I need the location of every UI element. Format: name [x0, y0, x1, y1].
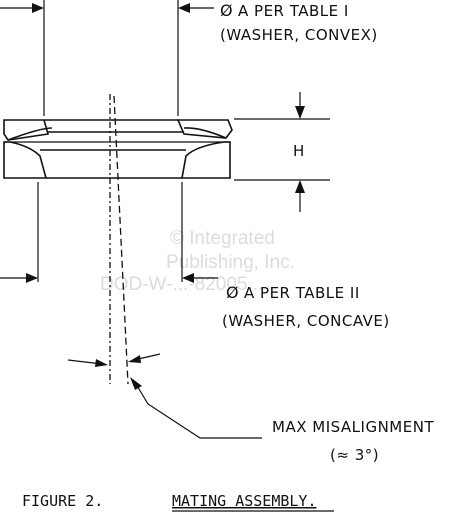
- misalignment-label-line-1: MAX MISALIGNMENT: [272, 418, 434, 436]
- misalignment-right-arrowhead: [128, 355, 141, 363]
- height-bottom-arrowhead: [295, 180, 305, 193]
- washer-concave-right-section: [181, 141, 231, 179]
- figure-title: MATING ASSEMBLY.: [172, 492, 317, 510]
- misalignment-label-line-2: (≈ 3°): [330, 446, 379, 464]
- convex-label-line-1: A PER TABLE I: [238, 2, 349, 20]
- washer-convex-right-section: [176, 119, 233, 139]
- height-top-arrowhead: [295, 106, 305, 119]
- misaligned-axis: [113, 95, 129, 385]
- figure-number: FIGURE 2.: [22, 492, 103, 510]
- misalignment-label: MAX MISALIGNMENT (≈ 3°): [272, 418, 434, 464]
- convex-left-arrowhead: [32, 3, 44, 13]
- convex-right-arrowhead: [178, 3, 190, 13]
- convex-label-line-2: (WASHER, CONVEX): [220, 26, 378, 44]
- watermark-line-1: © Integrated: [170, 228, 275, 249]
- washer-convex-right-curve: [183, 127, 227, 139]
- concave-right-arrowhead: [182, 273, 194, 283]
- figure-caption: FIGURE 2. MATING ASSEMBLY.: [22, 492, 334, 512]
- misalignment-callout-leader: [135, 383, 262, 439]
- height-dimension: H: [234, 92, 330, 212]
- washer-convex-left-curve: [7, 127, 53, 141]
- convex-diameter-symbol: Ø: [220, 1, 233, 20]
- concave-diameter-dimension: [0, 182, 218, 283]
- concave-washer-label: Ø A PER TABLE II (WASHER, CONCAVE): [222, 283, 390, 330]
- convex-diameter-dimension: [0, 0, 214, 116]
- misalignment-callout-arrowhead: [130, 377, 142, 390]
- convex-washer-label: Ø A PER TABLE I (WASHER, CONVEX): [220, 1, 378, 44]
- concave-diameter-symbol: Ø: [226, 283, 239, 302]
- concave-left-arrowhead: [26, 273, 38, 283]
- washer-convex-left-section: [3, 119, 50, 141]
- washer-concave-left-section: [3, 141, 48, 179]
- misalignment-dimension: [67, 353, 262, 439]
- concave-label-line-2: (WASHER, CONCAVE): [222, 312, 390, 330]
- concave-label-line-1: A PER TABLE II: [244, 284, 360, 302]
- height-label: H: [293, 142, 305, 160]
- watermark-line-2: Publishing, Inc.: [166, 252, 295, 273]
- misalignment-left-arrowhead: [95, 359, 108, 367]
- washer-convex: [3, 119, 233, 141]
- washer-concave: [3, 141, 231, 179]
- watermark: © Integrated Publishing, Inc. DOD-W-...-…: [100, 228, 295, 295]
- watermark-line-3: DOD-W-...-82005...: [100, 274, 263, 295]
